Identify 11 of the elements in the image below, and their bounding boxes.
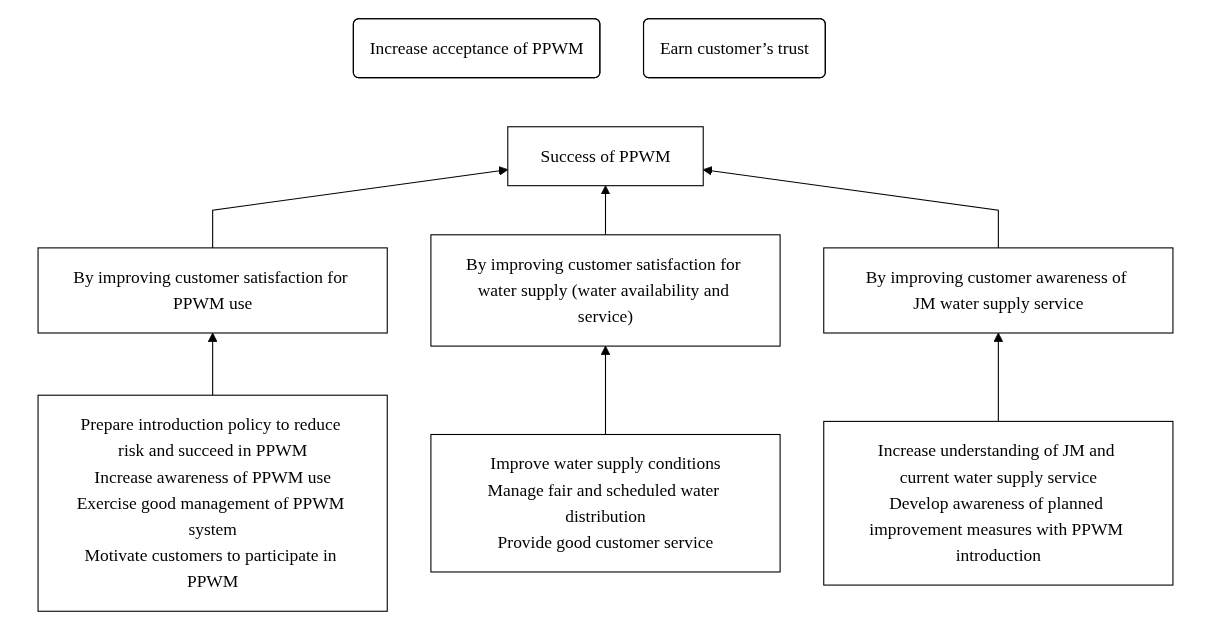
node-box: By improving customer satisfaction for PPWM use bbox=[37, 247, 388, 334]
arrow bbox=[600, 345, 611, 436]
node-box: Prepare introduction policy to reduce risk and succeed in PPWM Increase awareness of PPWM use Exercise good management of PPWM system Motivate customers to participate in PPWM bbox=[37, 394, 388, 612]
arrow bbox=[993, 332, 1004, 422]
node-box: By improving customer awareness of JM water supply service bbox=[823, 247, 1174, 334]
arrow bbox=[600, 185, 611, 236]
arrow bbox=[207, 332, 218, 396]
node-box: Success of PPWM bbox=[507, 126, 704, 187]
node-box: Increase understanding of JM and current water supply service Develop awareness of planned improvement measures with PPWM introduction bbox=[823, 420, 1174, 586]
node-box: By improving customer satisfaction for water supply (water availability and service) bbox=[430, 234, 781, 347]
node-box: Improve water supply conditions Manage fair and scheduled water distribution Provide good customer service bbox=[430, 433, 781, 573]
